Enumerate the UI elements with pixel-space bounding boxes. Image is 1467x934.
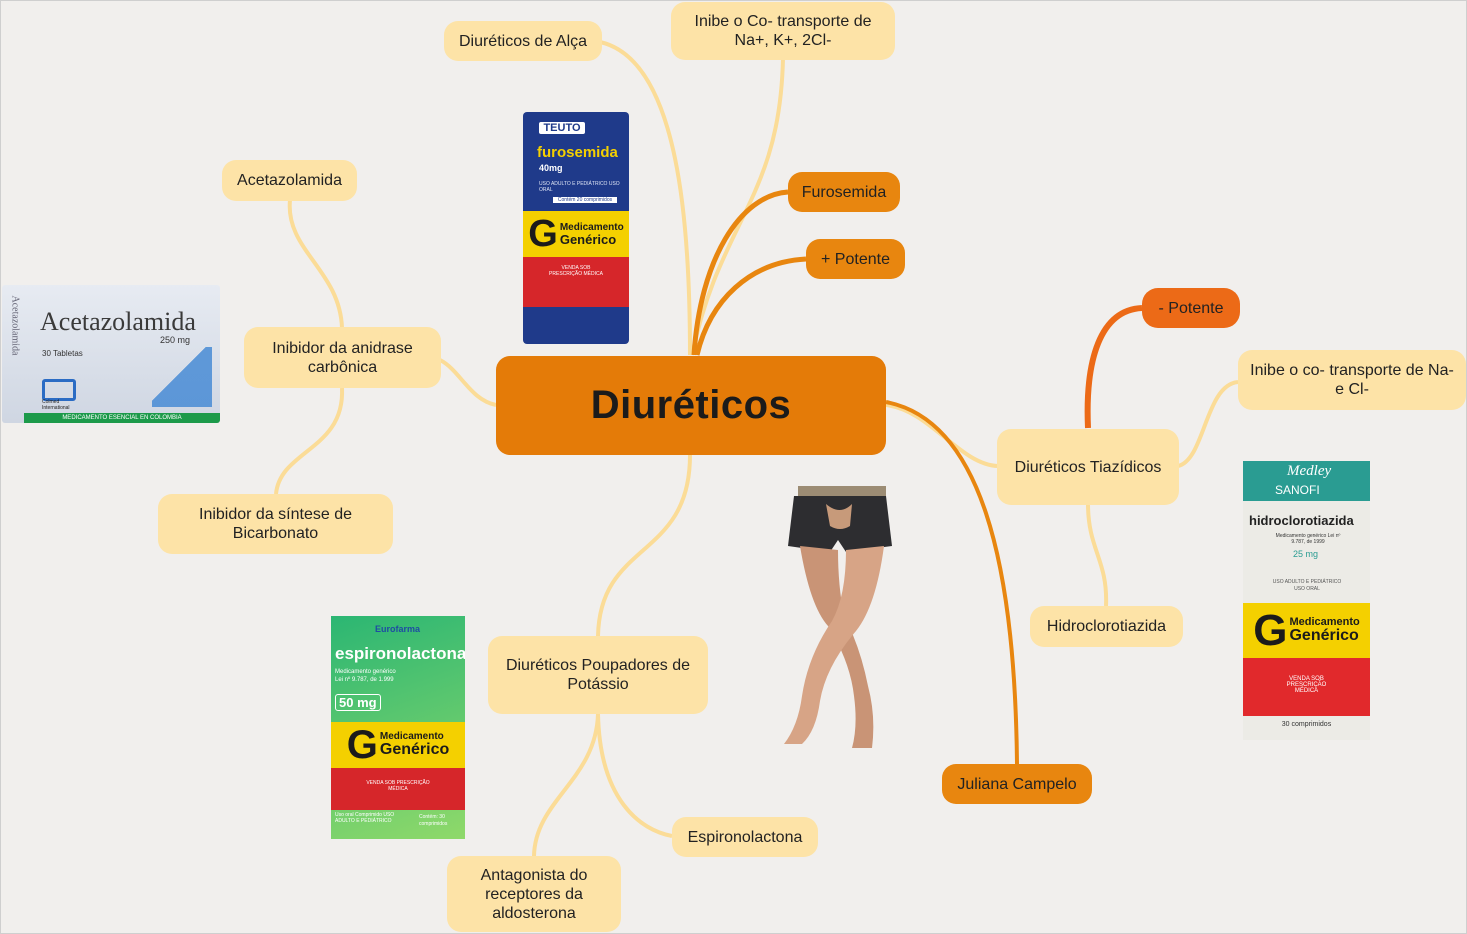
furosemida-dose: 40mg bbox=[539, 163, 563, 173]
espironolactona-use: Uso oral Comprimido USO ADULTO E PEDIÁTR… bbox=[335, 812, 395, 824]
hidroclorotiazida-generic-band: G Medicamento Genérico bbox=[1243, 603, 1370, 658]
person-legs-illustration bbox=[784, 486, 892, 748]
node-diureticos-alca[interactable]: Diuréticos de Alça bbox=[444, 21, 602, 61]
espironolactona-generic-band: G Medicamento Genérico bbox=[331, 722, 465, 768]
link-juliana bbox=[885, 400, 1019, 765]
link-alca bbox=[599, 40, 692, 356]
espironolactona-dose: 50 mg bbox=[335, 694, 381, 711]
node-espironolactona[interactable]: Espironolactona bbox=[672, 817, 818, 857]
espironolactona-box-image: Eurofarma espironolactona Medicamento ge… bbox=[331, 616, 465, 839]
link-co-transporte-alca bbox=[690, 57, 785, 356]
acetazolamida-count: 30 Tabletas bbox=[42, 349, 83, 358]
hidroclorotiazida-dose: 25 mg bbox=[1293, 549, 1319, 559]
hidroclorotiazida-box-image: Medley SANOFI hidroclorotiazida Medicame… bbox=[1243, 461, 1370, 740]
hidroclorotiazida-count: 30 comprimidos bbox=[1281, 721, 1332, 728]
hidroclorotiazida-brand: Medley bbox=[1287, 463, 1332, 479]
link-anidrase bbox=[438, 358, 497, 407]
link-poupadores bbox=[596, 454, 692, 637]
acetazolamida-company: Colmed International bbox=[42, 399, 70, 411]
node-diureticos-tiazidicos[interactable]: Diuréticos Tiazídicos bbox=[997, 429, 1179, 505]
link-espironolactona bbox=[596, 713, 673, 838]
link-co-transporte-tiazidicos bbox=[1177, 380, 1239, 468]
hidroclorotiazida-sale: VENDA SOB PRESCRIÇÃO MÉDICA bbox=[1243, 658, 1370, 716]
link-acetazolamida bbox=[287, 199, 344, 329]
link-bicarbonato bbox=[274, 387, 345, 495]
hidroclorotiazida-header: Medley SANOFI bbox=[1243, 461, 1370, 501]
hidroclorotiazida-use: USO ADULTO E PEDIÁTRICO USO ORAL bbox=[1272, 579, 1342, 592]
generic-g-icon: G bbox=[1253, 605, 1288, 655]
node-menos-potente[interactable]: - Potente bbox=[1142, 288, 1240, 328]
espironolactona-generic-line1: Medicamento bbox=[379, 731, 444, 742]
hidroclorotiazida-company: SANOFI bbox=[1275, 483, 1320, 497]
central-topic[interactable]: Diuréticos bbox=[496, 356, 886, 455]
espironolactona-generic-line2: Genérico bbox=[379, 741, 450, 758]
link-menos-potente bbox=[1084, 305, 1143, 429]
node-furosemida[interactable]: Furosemida bbox=[788, 172, 900, 212]
node-antagonista[interactable]: Antagonista do receptores da aldosterona bbox=[447, 856, 621, 932]
node-anidrase[interactable]: Inibidor da anidrase carbônica bbox=[244, 327, 441, 388]
node-hidroclorotiazida[interactable]: Hidroclorotiazida bbox=[1030, 606, 1183, 647]
node-co-transporte-tiazidicos[interactable]: Inibe o co- transporte de Na- e Cl- bbox=[1238, 350, 1466, 410]
furosemida-sale: VENDA SOB PRESCRIÇÃO MÉDICA bbox=[523, 257, 629, 307]
node-diureticos-poupadores[interactable]: Diuréticos Poupadores de Potássio bbox=[488, 636, 708, 714]
furosemida-brand: TEUTO bbox=[539, 122, 585, 134]
generic-g-icon: G bbox=[346, 723, 378, 767]
furosemida-generic-line1: Medicamento bbox=[559, 221, 624, 233]
acetazolamida-dose: 250 mg bbox=[160, 335, 191, 345]
node-co-transporte-alca[interactable]: Inibe o Co- transporte de Na+, K+, 2Cl- bbox=[671, 2, 895, 60]
hidroclorotiazida-generic-line2: Genérico bbox=[1289, 627, 1359, 644]
espironolactona-count: Contém: 30 comprimidos bbox=[419, 814, 448, 827]
espironolactona-name: espironolactona bbox=[335, 644, 465, 663]
furosemida-generic-line2: Genérico bbox=[559, 231, 617, 247]
node-bicarbonato[interactable]: Inibidor da síntese de Bicarbonato bbox=[158, 494, 393, 554]
furosemida-generic-band: G Medicamento Genérico bbox=[523, 211, 629, 257]
node-mais-potente[interactable]: + Potente bbox=[806, 239, 905, 279]
generic-g-icon: G bbox=[528, 213, 558, 255]
espironolactona-sale: VENDA SOB PRESCRIÇÃO MÉDICA bbox=[331, 768, 465, 810]
colmed-logo-icon bbox=[42, 379, 76, 401]
furosemida-name: furosemida bbox=[537, 144, 618, 161]
hidroclorotiazida-sub: Medicamento genérico Lei nº 9.787, de 19… bbox=[1275, 533, 1341, 545]
acetazolamida-footer: MEDICAMENTO ESENCIAL EN COLOMBIA bbox=[24, 413, 220, 423]
link-antagonista bbox=[532, 713, 600, 857]
link-furosemida bbox=[691, 189, 789, 356]
hidroclorotiazida-generic-line1: Medicamento bbox=[1289, 616, 1360, 628]
hidroclorotiazida-name: hidroclorotiazida bbox=[1249, 513, 1354, 528]
acetazolamida-box-image: Acetazolamida Acetazolamida 250 mg 30 Ta… bbox=[2, 285, 220, 423]
espironolactona-brand: Eurofarma bbox=[375, 624, 421, 634]
link-mais-potente bbox=[694, 256, 807, 356]
pixel-pattern-decoration bbox=[152, 347, 212, 407]
node-juliana-campelo[interactable]: Juliana Campelo bbox=[942, 764, 1092, 804]
espironolactona-sub: Medicamento genérico Lei nº 9.787, de 1.… bbox=[335, 669, 396, 683]
acetazolamida-side: Acetazolamida bbox=[9, 295, 21, 356]
node-acetazolamida[interactable]: Acetazolamida bbox=[222, 160, 357, 201]
furosemida-count: Contém 20 comprimidos bbox=[553, 197, 617, 203]
link-hidroclorotiazida bbox=[1086, 503, 1109, 607]
acetazolamida-name: Acetazolamida bbox=[40, 307, 196, 336]
furosemida-use: USO ADULTO E PEDIÁTRICO USO ORAL bbox=[539, 181, 620, 193]
furosemida-box-image: TEUTO furosemida 40mg USO ADULTO E PEDIÁ… bbox=[523, 112, 629, 344]
